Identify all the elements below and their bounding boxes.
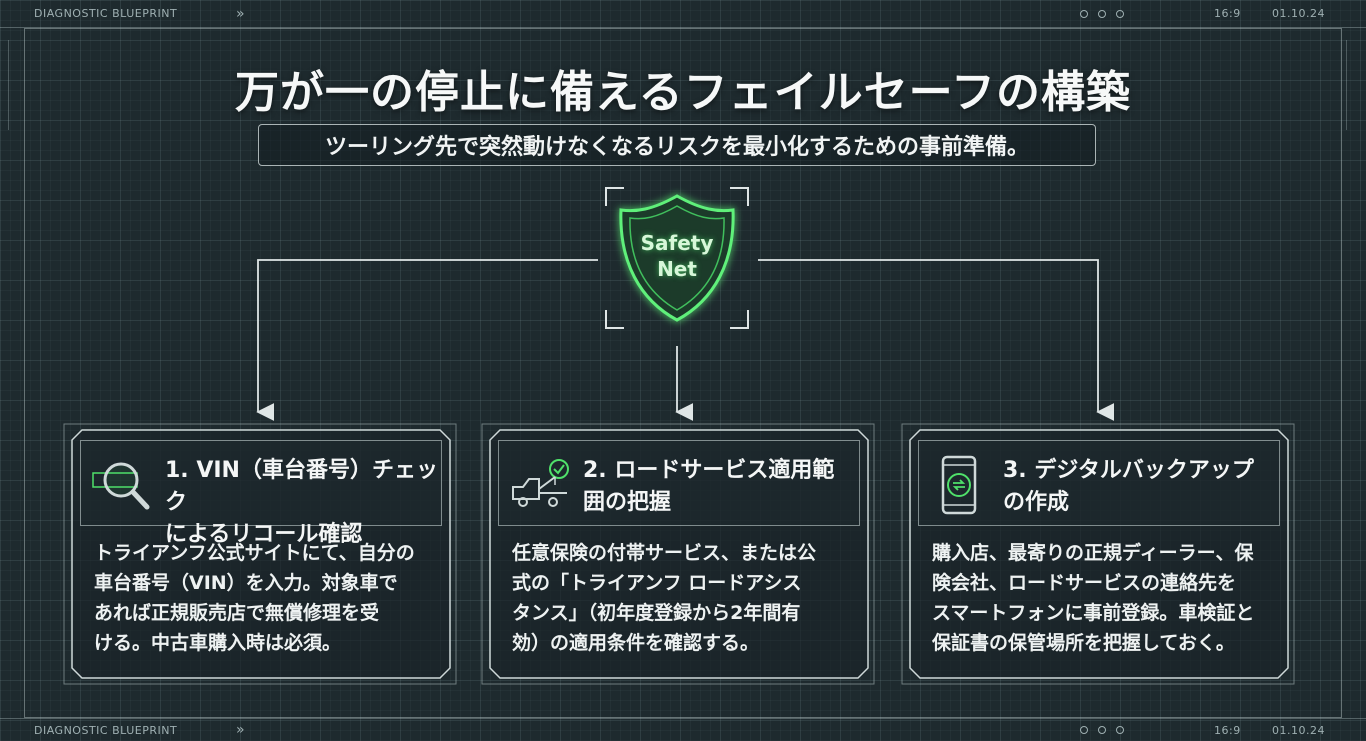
card-body-line: スマートフォンに事前登録。車検証と xyxy=(932,602,1255,624)
top-hud-bar: DIAGNOSTIC BLUEPRINT » 16:9 01.10.24 xyxy=(0,0,1366,28)
magnifier-vin-icon xyxy=(92,462,150,510)
side-decoration-right xyxy=(1346,40,1360,130)
chevron-right-icon: » xyxy=(236,5,246,22)
side-decoration-left xyxy=(8,40,22,130)
hud-date: 01.10.24 xyxy=(1272,723,1325,737)
card-title: 1. VIN（車台番号）チェック によるリコール確認 xyxy=(165,455,440,551)
safety-net-line1: Safety xyxy=(640,231,714,255)
tow-truck-icon xyxy=(512,459,569,507)
connector-right xyxy=(758,259,1115,421)
hud-label: DIAGNOSTIC BLUEPRINT xyxy=(34,723,178,737)
safety-net-label: Safety Net xyxy=(612,230,742,282)
card-body-line: あれば正規販売店で無償修理を受 xyxy=(94,602,380,624)
card-header: 2. ロードサービス適用範 囲の把握 xyxy=(498,440,860,526)
card-body: 任意保険の付帯サービス、または公 式の「トライアンフ ロードアシス タンス」（初… xyxy=(512,538,857,658)
card-body-line: 効）の適用条件を確認する。 xyxy=(512,632,760,654)
card-body-line: 購入店、最寄りの正規ディーラー、保 xyxy=(932,542,1254,564)
card-title: 3. デジタルバックアップ の作成 xyxy=(1003,455,1278,519)
card-title-line1: 2. ロードサービス適用範 xyxy=(583,458,835,483)
card-body-line: 任意保険の付帯サービス、または公 xyxy=(512,542,817,564)
page-subtitle: ツーリング先で突然動けなくなるリスクを最小化するための事前準備。 xyxy=(258,124,1096,166)
card-road-service: 2. ロードサービス適用範 囲の把握 任意保険の付帯サービス、または公 式の「ト… xyxy=(490,430,870,678)
chevron-right-icon: » xyxy=(236,722,246,738)
bottom-hud-bar: DIAGNOSTIC BLUEPRINT » 16:9 01.10.24 xyxy=(0,718,1366,741)
hud-label: DIAGNOSTIC BLUEPRINT xyxy=(34,7,178,20)
card-title-line2: によるリコール確認 xyxy=(165,522,363,547)
card-body: 購入店、最寄りの正規ディーラー、保 険会社、ロードサービスの連絡先を スマートフ… xyxy=(932,538,1277,658)
card-body: トライアンフ公式サイトにて、自分の 車台番号（VIN）を入力。対象車で あれば正… xyxy=(94,538,439,658)
card-digital-backup: 3. デジタルバックアップ の作成 購入店、最寄りの正規ディーラー、保 険会社、… xyxy=(910,430,1290,678)
hud-dots xyxy=(1080,726,1124,734)
card-vin-check: 1. VIN（車台番号）チェック によるリコール確認 トライアンフ公式サイトにて… xyxy=(72,430,452,678)
card-outer-deco xyxy=(63,423,1295,685)
hud-ratio: 16:9 xyxy=(1214,723,1241,737)
card-title-line2: 囲の把握 xyxy=(583,490,672,515)
hud-dots xyxy=(1080,9,1124,18)
card-body-line: トライアンフ公式サイトにて、自分の xyxy=(94,542,415,564)
card-title-line2: の作成 xyxy=(1003,490,1070,515)
card-body-line: 保証書の保管場所を把握しておく。 xyxy=(932,632,1235,654)
connector-left xyxy=(256,259,598,421)
hud-ratio: 16:9 xyxy=(1214,7,1241,20)
card-body-line: 車台番号（VIN）を入力。対象車で xyxy=(94,572,398,594)
page-title: 万が一の停止に備えるフェイルセーフの構築 xyxy=(234,67,1132,118)
card-body-line: ける。中古車購入時は必須。 xyxy=(94,632,342,654)
card-title-line1: 3. デジタルバックアップ xyxy=(1003,458,1254,483)
card-title-line1: 1. VIN（車台番号）チェック xyxy=(165,458,438,515)
card-body-line: 式の「トライアンフ ロードアシス xyxy=(512,572,802,594)
smartphone-sync-icon xyxy=(941,455,977,515)
card-body-line: タンス」（初年度登録から2年間有 xyxy=(512,602,801,624)
safety-net-line2: Net xyxy=(657,257,697,281)
card-body-line: 険会社、ロードサービスの連絡先を xyxy=(932,572,1237,594)
card-title: 2. ロードサービス適用範 囲の把握 xyxy=(583,455,858,519)
hud-date: 01.10.24 xyxy=(1272,7,1325,20)
card-header: 3. デジタルバックアップ の作成 xyxy=(918,440,1280,526)
shield-icon xyxy=(619,194,735,322)
card-header: 1. VIN（車台番号）チェック によるリコール確認 xyxy=(80,440,442,547)
focus-brackets xyxy=(605,187,749,329)
